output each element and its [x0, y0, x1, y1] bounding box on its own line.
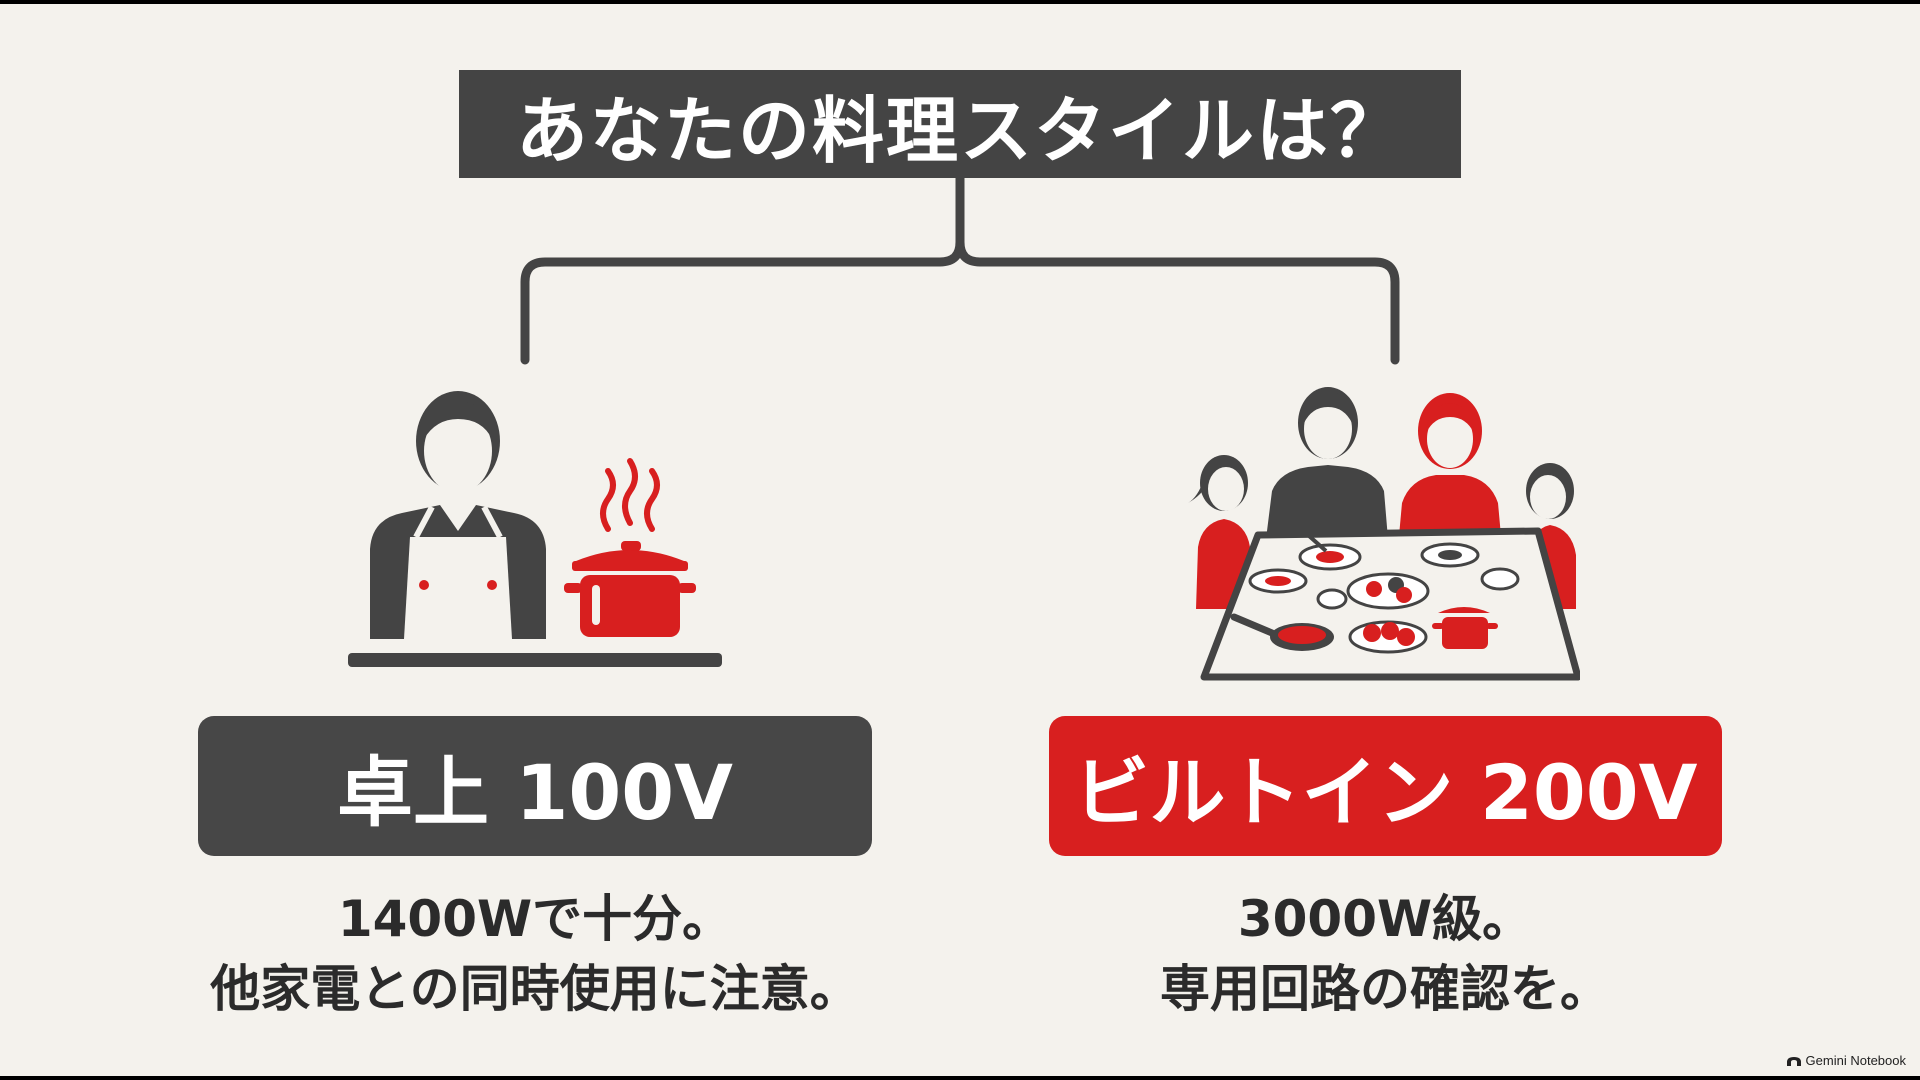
tabletop-desc-line-2: 他家電との同時使用に注意。: [210, 960, 860, 1018]
title-banner: あなたの料理スタイルは？: [459, 70, 1461, 178]
branch-connector: [520, 173, 1400, 365]
brand-watermark: Gemini Notebook: [1786, 1053, 1906, 1068]
tabletop-desc-line-1: 1400Wで十分。: [337, 890, 733, 948]
family-dining-table-icon: [1188, 387, 1580, 681]
notebook-logo-icon: [1786, 1056, 1801, 1066]
option-builtin-200v: ビルトイン 200V: [1049, 716, 1722, 856]
builtin-desc-line-2: 専用回路の確認を。: [1160, 960, 1610, 1018]
option-tabletop-100v: 卓上 100V: [198, 716, 872, 856]
page-title: あなたの料理スタイルは？: [515, 88, 1404, 173]
builtin-description: 3000W級。 専用回路の確認を。: [1000, 884, 1770, 1024]
slide: あなたの料理スタイルは？: [0, 4, 1920, 1076]
option-builtin-label: ビルトイン 200V: [1073, 748, 1698, 837]
builtin-desc-line-1: 3000W級。: [1237, 890, 1533, 948]
brand-label: Gemini Notebook: [1805, 1053, 1906, 1068]
person-cooking-with-pot-icon: [348, 391, 722, 667]
option-tabletop-label: 卓上 100V: [337, 748, 733, 837]
tabletop-description: 1400Wで十分。 他家電との同時使用に注意。: [150, 884, 920, 1024]
